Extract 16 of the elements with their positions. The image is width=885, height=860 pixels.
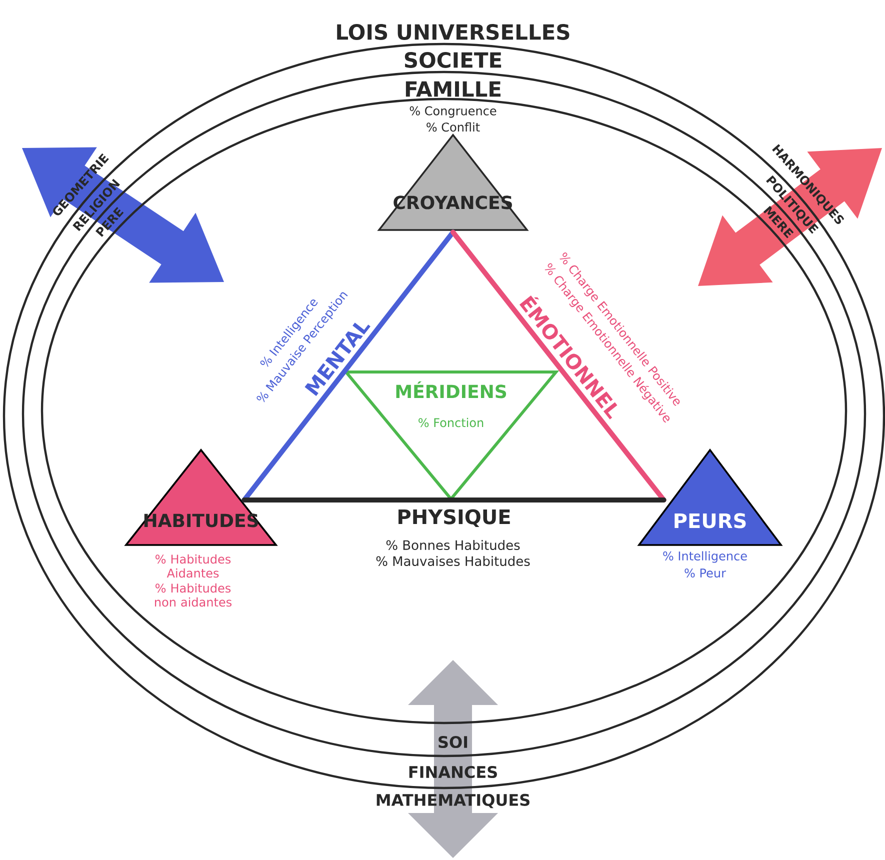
ring-label: FAMILLE: [406, 81, 500, 97]
ring-label: SOCIETE: [404, 52, 502, 68]
node-caption: % Intelligence: [663, 551, 747, 563]
ring-label: FINANCES: [409, 766, 497, 778]
node-caption: % Congruence: [410, 106, 496, 118]
node-caption: % Habitudes Aidantes: [156, 554, 231, 578]
side-note: % Mauvaises Habitudes: [376, 556, 530, 566]
ring-label: SOI: [438, 736, 468, 748]
triangle-side: [242, 498, 666, 502]
side-note: % Bonnes Habitudes: [386, 540, 520, 550]
node-caption: % Conflit: [426, 122, 480, 132]
edge-label: PHYSIQUE: [398, 509, 510, 527]
ring-label: LOIS UNIVERSELLES: [337, 24, 570, 40]
ring-label: MATHEMATIQUES: [376, 794, 530, 808]
node-caption: % Habitudes non aidantes: [155, 583, 232, 607]
node-caption: % Peur: [684, 568, 726, 578]
